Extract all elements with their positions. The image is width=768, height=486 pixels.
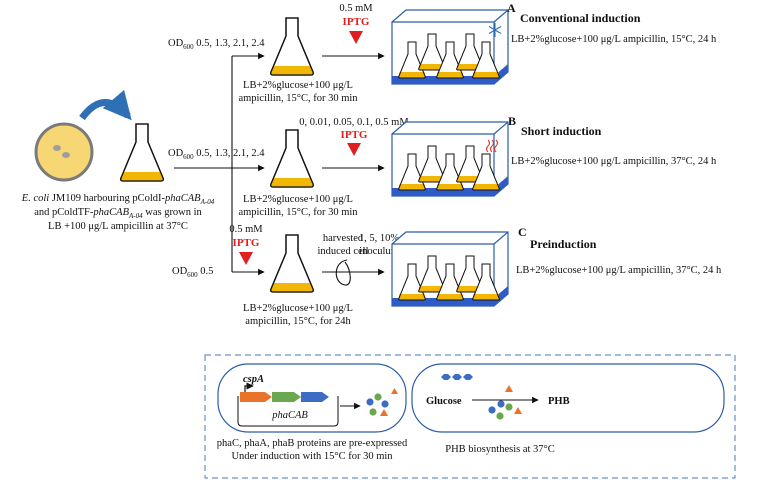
inset-left-caption-line1: phaC, phaA, phaB proteins are pre-expres… (217, 438, 408, 449)
od-label-c: OD600 0.5 (172, 266, 213, 279)
incubator-tray-c (391, 231, 509, 307)
panel-c-letter: C (518, 225, 527, 239)
harvest-label-line1: harvested (323, 233, 364, 244)
iptg-conc-b: 0, 0.01, 0.05, 0.1, 0.5 mM (299, 117, 409, 128)
cell-icon (53, 145, 61, 151)
start-description-line1: E. coli JM109 harbouring pColdI-phaCABA-… (21, 193, 215, 206)
harvest-label-line2: induced cell (317, 246, 368, 257)
branch-arrows (174, 52, 265, 276)
operon-label: phaCAB (271, 410, 308, 421)
flask-c-note-line1: LB+2%glucose+100 μg/L (243, 303, 353, 314)
start-description-line2: and pColdTF-phaCABA-04 was grown in (34, 207, 202, 220)
inset-right-caption: PHB biosynthesis at 37°C (445, 444, 555, 455)
heat-icon (485, 139, 499, 153)
panel-a-letter: A (507, 1, 516, 15)
gene-phab-icon (301, 392, 329, 402)
flask-a-icon (270, 17, 314, 76)
inoculum-label-line2: inoculum (359, 246, 399, 257)
cell-icon (62, 152, 70, 158)
proteins-icon (366, 388, 398, 416)
iptg-label-a: IPTG (343, 16, 370, 28)
incubator-tray-b (391, 121, 509, 197)
iptg-triangle-c-icon (239, 252, 253, 265)
enzymes-icon (488, 385, 522, 420)
glucose-label: Glucose (426, 396, 462, 407)
start-description-line3: LB +100 μg/L ampicillin at 37°C (48, 221, 188, 232)
iptg-label-b: IPTG (341, 129, 368, 141)
iptg-triangle-a-icon (349, 31, 363, 44)
od-label-a: OD600 0.5, 1.3, 2.1, 2.4 (168, 38, 265, 51)
cell-capsule-right (411, 363, 725, 433)
flask-c-icon (270, 234, 314, 293)
iptg-label-c: IPTG (233, 237, 260, 249)
panel-b-title: Short induction (521, 124, 602, 138)
flask-b-note-line1: LB+2%glucose+100 μg/L (243, 194, 353, 205)
culture-dish (34, 122, 94, 182)
flask-a-note-line2: ampicillin, 15°C, for 30 min (238, 93, 358, 104)
promoter-label: cspA (243, 374, 264, 385)
panel-a-conditions: LB+2%glucose+100 μg/L ampicillin, 15°C, … (511, 34, 717, 45)
phb-label: PHB (548, 396, 570, 407)
gene-phaa-icon (272, 392, 301, 402)
iptg-conc-a: 0.5 mM (339, 3, 373, 14)
panel-b-conditions: LB+2%glucose+100 μg/L ampicillin, 37°C, … (511, 156, 717, 167)
plasmid-icon (237, 382, 339, 427)
flask-b-icon (270, 129, 314, 188)
inset-left-caption-line2: Under induction with 15°C for 30 min (231, 451, 393, 462)
panel-b-letter: B (508, 114, 516, 128)
flask-c-note-line2: ampicillin, 15°C, for 24h (245, 316, 351, 327)
mechanism-inset (204, 354, 736, 479)
panel-a-title: Conventional induction (520, 11, 641, 25)
harvest-loop-icon (335, 259, 351, 286)
iptg-conc-c: 0.5 mM (229, 224, 263, 235)
inoculum-label-line1: 1, 5, 10% (359, 233, 400, 244)
glucose-icon (441, 374, 473, 380)
iptg-triangle-b-icon (347, 143, 361, 156)
flask-a-note-line1: LB+2%glucose+100 μg/L (243, 80, 353, 91)
flask-b-note-line2: ampicillin, 15°C, for 30 min (238, 207, 358, 218)
od-label-b: OD600 0.5, 1.3, 2.1, 2.4 (168, 148, 265, 161)
starter-flask-icon (120, 123, 164, 182)
incubator-tray-a (391, 9, 509, 85)
snowflake-icon (488, 23, 502, 37)
panel-c-conditions: LB+2%glucose+100 μg/L ampicillin, 37°C, … (516, 265, 722, 276)
panel-c-title: Preinduction (530, 237, 597, 251)
gene-phac-icon (240, 392, 272, 402)
transfer-curved-arrow (79, 89, 132, 121)
